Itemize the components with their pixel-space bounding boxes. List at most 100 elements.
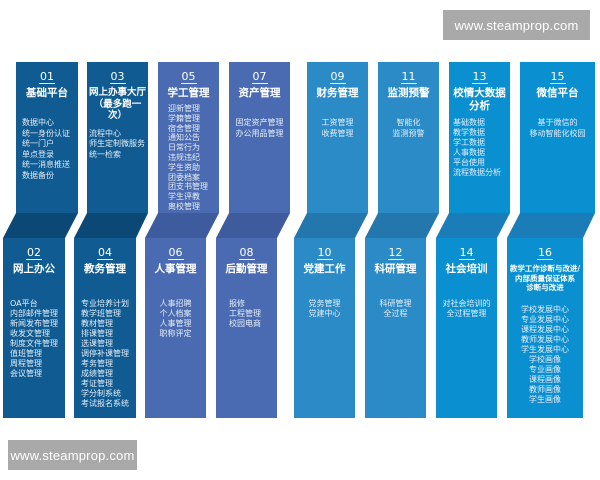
module-item: 专业培养计划	[81, 299, 129, 308]
module-item: 固定资产管理	[235, 118, 284, 127]
module-title: 微信平台	[536, 87, 579, 99]
module-item: 智能化	[396, 118, 421, 127]
module-item: 报修	[229, 299, 245, 308]
module-05-panel: 05 学工管理 迎新管理 学籍管理 宿舍管理 通知公告 日常行为 违规违纪 学生…	[158, 62, 219, 212]
module-13-panel: 13 校情大数据 分析 基础数据 教学数据 学工数据 人事数据 平台使用 流程数…	[449, 62, 510, 178]
module-item: 会议管理	[10, 369, 42, 378]
module-title: 网上办公	[13, 263, 55, 275]
module-item: 学校发展中心	[521, 304, 569, 314]
module-item: 周程管理	[10, 359, 42, 368]
module-items: 党务管理 党建中心	[294, 299, 355, 319]
module-item: 专业画像	[529, 364, 561, 374]
module-item: 平台使用	[453, 158, 485, 167]
module-number: 07	[251, 70, 268, 84]
module-items: 基于微信的 移动智能化校园	[520, 118, 595, 139]
module-item: 单点登录	[22, 149, 54, 159]
module-items: 学校发展中心 专业发展中心 课程发展中心 教师发展中心 学生发展中心 学校画像 …	[507, 305, 583, 405]
module-item: 通知公告	[168, 133, 200, 143]
module-number: 10	[316, 246, 333, 260]
module-item: 学籍管理	[168, 113, 200, 123]
module-title: 校情大数据 分析	[453, 87, 506, 112]
module-item: 基础数据	[453, 118, 485, 127]
module-item: 统一检索	[89, 149, 121, 159]
module-item: 个人档案	[159, 309, 192, 318]
module-items: 对社会培训的 全过程管理	[436, 299, 497, 319]
module-12-panel: 12 科研管理 科研管理 全过程	[365, 238, 426, 319]
module-items: 人事招聘 个人档案 人事管理 职称评定	[145, 299, 206, 339]
module-item: 团委档案	[168, 172, 200, 182]
module-title: 人事管理	[154, 263, 197, 275]
module-item: 校园电商	[229, 319, 261, 328]
module-item: 学生资助	[168, 162, 200, 172]
module-number: 02	[26, 246, 42, 260]
module-title: 教务管理	[84, 263, 126, 275]
module-items: 工资管理 收费管理	[307, 118, 368, 139]
module-06-panel: 06 人事管理 人事招聘 个人档案 人事管理 职称评定	[145, 238, 206, 339]
ribbon-01-02	[3, 62, 78, 418]
module-item: 师生定制微服务	[89, 139, 145, 149]
module-item: 教师发展中心	[521, 334, 569, 344]
module-items: 迎新管理 学籍管理 宿舍管理 通知公告 日常行为 违规违纪 学生资助 团委档案 …	[158, 104, 219, 212]
module-item: 团支书管理	[168, 182, 208, 192]
module-item: 基于微信的	[537, 118, 578, 127]
module-number: 08	[238, 246, 255, 260]
module-item: 宿舍管理	[168, 123, 200, 133]
module-item: 新闻发布管理	[10, 319, 58, 328]
module-number: 15	[549, 70, 566, 84]
ribbon-11-12	[365, 62, 439, 418]
module-item: OA平台	[10, 299, 38, 308]
module-title: 基础平台	[26, 87, 68, 99]
module-number: 12	[387, 246, 404, 260]
module-item: 课程画像	[529, 374, 561, 384]
module-items: 基础数据 教学数据 学工数据 人事数据 平台使用 流程数据分析	[449, 118, 510, 178]
module-item: 人事管理	[159, 319, 192, 328]
ribbon-07-08	[216, 62, 290, 418]
module-number: 04	[97, 246, 113, 260]
watermark-bottom: www.steamprop.com	[8, 440, 137, 470]
module-items: 固定资产管理 办公用品管理	[229, 118, 290, 139]
module-item: 工程管理	[229, 309, 261, 318]
module-item: 人事数据	[453, 148, 485, 157]
ribbon-09-10	[294, 62, 368, 418]
module-01-panel: 01 基础平台 数据中心 统一身份认证 统一门户 单点登录 统一消息推送 数据备…	[16, 62, 78, 182]
module-items: 数据中心 统一身份认证 统一门户 单点登录 统一消息推送 数据备份	[16, 118, 78, 182]
module-title: 党建工作	[303, 263, 346, 275]
module-title: 学工管理	[167, 87, 210, 99]
module-14-panel: 14 社会培训 对社会培训的 全过程管理	[436, 238, 497, 319]
module-item: 学工数据	[453, 138, 485, 147]
module-08-panel: 08 后勤管理 报修 工程管理 校园电商	[216, 238, 277, 329]
module-title: 教学工作诊断与改进/ 内部质量保证体系 诊断与改进	[509, 264, 581, 292]
module-item: 离校管理	[168, 201, 200, 211]
ribbon-13-14	[436, 62, 510, 418]
module-number: 14	[458, 246, 475, 260]
module-item: 违规违纪	[168, 152, 200, 162]
module-item: 考证管理	[81, 379, 113, 388]
module-04-panel: 04 教务管理 专业培养计划 教学班管理 教材管理 排课管理 选课管理 调停补课…	[74, 238, 136, 409]
module-item: 收费管理	[321, 128, 354, 138]
module-item: 党建中心	[308, 309, 341, 318]
module-item: 教材管理	[81, 319, 113, 328]
module-item: 统一门户	[22, 139, 54, 149]
module-title: 后勤管理	[225, 263, 268, 275]
module-item: 制度文件管理	[10, 339, 58, 348]
module-number: 01	[39, 70, 55, 84]
module-title: 财务管理	[316, 87, 359, 99]
module-03-panel: 03 网上办事大厅 （最多跑一次） 流程中心 师生定制微服务 统一检索	[87, 62, 148, 160]
module-item: 对社会培训的	[442, 299, 491, 308]
module-item: 数据备份	[22, 170, 54, 180]
module-item: 考务管理	[81, 359, 113, 368]
module-title: 科研管理	[374, 263, 417, 275]
module-number: 09	[329, 70, 346, 84]
module-item: 统一消息推送	[22, 160, 70, 170]
module-title: 监测预警	[387, 87, 430, 99]
module-11-panel: 11 监测预警 智能化 监测预警	[378, 62, 439, 139]
module-item: 学生评教	[168, 192, 200, 202]
module-07-panel: 07 资产管理 固定资产管理 办公用品管理	[229, 62, 290, 139]
module-item: 课程发展中心	[521, 324, 569, 334]
module-items: OA平台 内部邮件管理 新闻发布管理 收发文管理 制度文件管理 值班管理 周程管…	[3, 299, 65, 379]
module-item: 教学数据	[453, 128, 485, 137]
module-items: 智能化 监测预警	[378, 118, 439, 139]
module-item: 成绩管理	[81, 369, 113, 378]
module-item: 科研管理	[379, 299, 412, 308]
